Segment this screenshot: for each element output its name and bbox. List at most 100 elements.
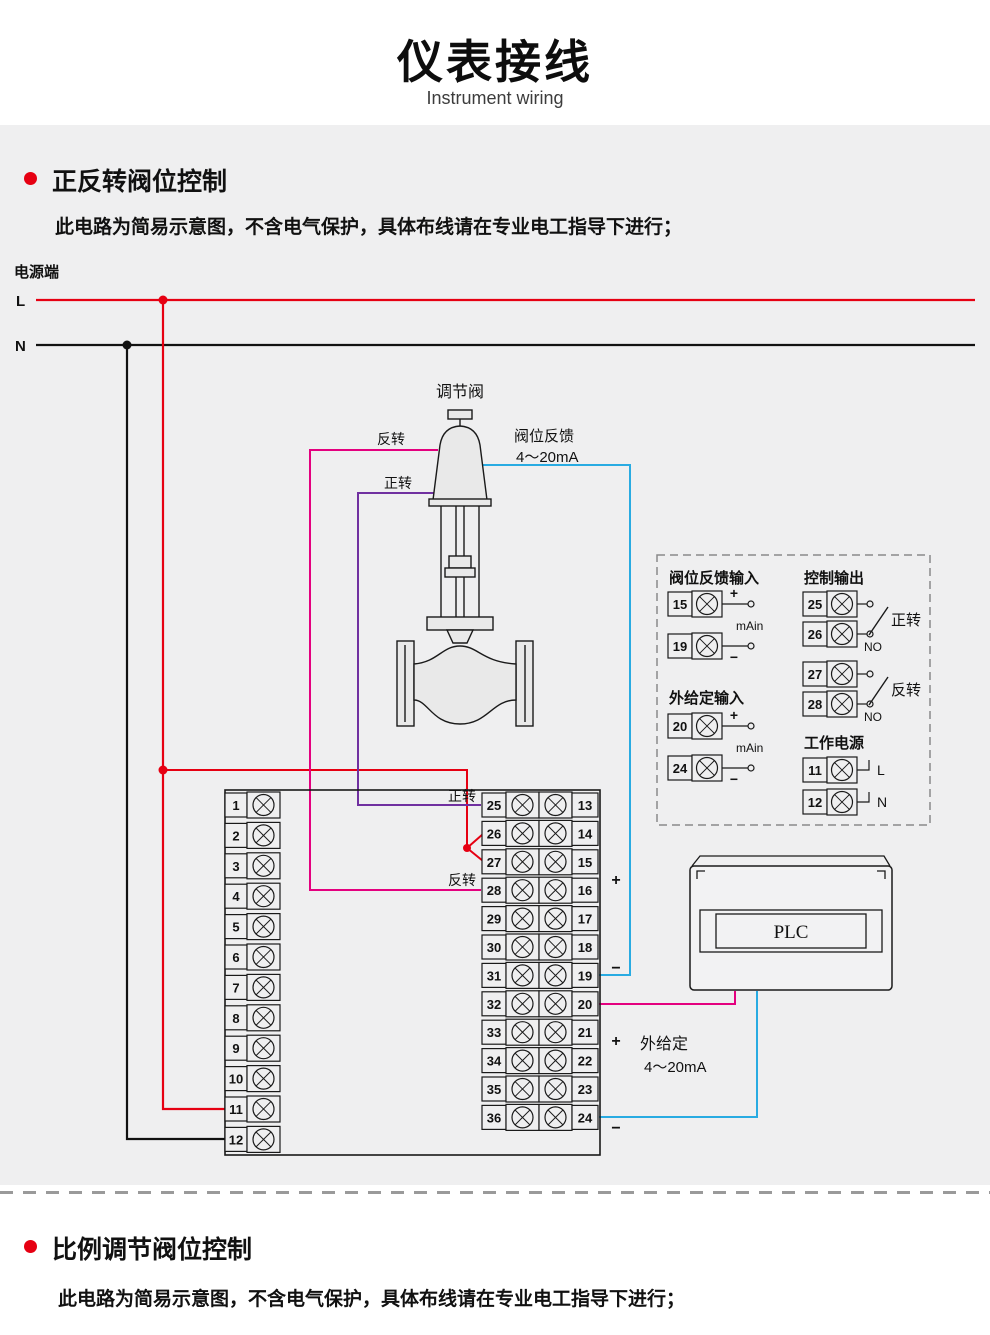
screw-cross-icon (699, 718, 715, 734)
page-title: 仪表接线 (397, 36, 593, 88)
screw-cross-icon (514, 825, 531, 842)
screw-cross-icon (255, 1070, 272, 1087)
terminal-number: 31 (487, 968, 501, 983)
terminal-number: 11 (808, 763, 822, 778)
work-power-title: 工作电源 (804, 734, 864, 752)
contact-node-icon (747, 642, 755, 650)
screw-circle-icon (695, 714, 719, 738)
terminal-number: 12 (808, 795, 822, 810)
contact-type-label: NO (864, 710, 882, 724)
terminal-number: 26 (487, 826, 501, 841)
terminal-number: 5 (232, 920, 239, 935)
terminal-number: 24 (673, 761, 688, 776)
screw-circle-icon (511, 907, 534, 930)
actuator-base (428, 498, 492, 507)
control-valve-graphic (396, 409, 534, 727)
plc-top-face (691, 855, 891, 867)
screw-circle-icon (830, 592, 854, 616)
terminal-number: 35 (487, 1082, 501, 1097)
power-line-label: N (877, 794, 887, 810)
screw-circle-icon (511, 964, 534, 987)
section2-note: 此电路为简易示意图，不含电气保护，具体布线请在专业电工指导下进行； (58, 1289, 686, 1310)
valve-reverse-label: 反转 (377, 431, 405, 447)
section-divider (0, 1191, 990, 1194)
ext-setpoint-minus-wire (599, 991, 758, 1118)
screw-circle-icon (830, 692, 854, 716)
screw-circle-icon (695, 756, 719, 780)
screw-circle-icon (252, 976, 275, 999)
screw-circle-icon (252, 945, 275, 969)
valve-forward-label: 正转 (384, 475, 412, 491)
screw-cross-icon (834, 696, 850, 712)
terminal-number-cell (571, 905, 599, 932)
terminal-number: 27 (487, 855, 501, 870)
feedback-wire (483, 464, 631, 976)
terminal-number-cell (571, 1047, 599, 1074)
screw-circle-icon (544, 1049, 567, 1072)
strip-reverse-label: 反转 (448, 872, 476, 888)
plc: PLC (689, 855, 893, 991)
screw-circle-icon (544, 793, 567, 817)
screw-cross-icon (255, 797, 272, 813)
screw-circle-icon (252, 824, 275, 847)
valve-body (413, 645, 517, 725)
terminal-number: 26 (808, 627, 822, 642)
terminal-number-cell (802, 621, 828, 647)
live-label: L (16, 293, 25, 310)
neutral-junction-dot (122, 340, 132, 350)
screw-circle-icon (252, 1006, 275, 1029)
screw-cross-icon (834, 666, 850, 682)
live-junction-dot (158, 295, 168, 305)
screw-circle-icon (252, 1037, 275, 1060)
plc-label: PLC (774, 922, 809, 943)
bonnet (445, 629, 475, 644)
screw-cross-icon (547, 882, 564, 899)
screw-cross-icon (547, 853, 564, 870)
ext-unit: mAin (736, 741, 763, 755)
contact-type-label: NO (864, 640, 882, 654)
polarity-sign: + (730, 585, 738, 601)
screw-circle-icon (252, 885, 275, 908)
screw-cross-icon (514, 995, 531, 1012)
screw-cross-icon (514, 939, 531, 955)
stem-connector (448, 555, 472, 569)
terminal-number: 24 (578, 1110, 593, 1125)
screw-cross-icon (514, 967, 531, 984)
screw-cross-icon (514, 910, 531, 927)
terminal-number: 16 (578, 883, 592, 898)
screw-circle-icon (830, 758, 854, 782)
screw-circle-icon (695, 634, 719, 658)
page-header: 仪表接线 Instrument wiring (0, 26, 990, 109)
ext-setpoint-plus-wire (599, 991, 736, 1005)
section2-bullet-icon (24, 1240, 37, 1253)
terminal-number: 33 (487, 1025, 501, 1040)
feedback-label: 阀位反馈 (514, 428, 574, 445)
terminal-number: 20 (673, 719, 687, 734)
feedback-input-title: 阀位反馈输入 (669, 569, 759, 587)
terminal-number: 18 (578, 940, 592, 955)
section1-note: 此电路为简易示意图，不含电气保护，具体布线请在专业电工指导下进行； (55, 217, 683, 238)
screw-cross-icon (547, 939, 564, 955)
terminal-number: 11 (229, 1102, 243, 1117)
screw-cross-icon (255, 949, 272, 965)
screw-cross-icon (699, 760, 715, 776)
screw-circle-icon (511, 1021, 534, 1044)
terminal-number-cell (667, 591, 693, 617)
terminal-number: 32 (487, 997, 501, 1012)
live-branch-wire (163, 769, 468, 848)
terminal-number: 10 (229, 1072, 243, 1087)
screw-circle-icon (544, 850, 567, 873)
ext-plus-sign: + (611, 1033, 620, 1050)
terminal-number-cell (571, 1076, 599, 1102)
terminal-number: 12 (229, 1132, 243, 1147)
terminal-number: 15 (673, 597, 687, 612)
live-split-dot (463, 844, 471, 852)
screw-circle-icon (511, 879, 534, 902)
ext-minus-sign: − (611, 1120, 620, 1137)
live-drop-wire (161, 300, 226, 1111)
terminal-number: 30 (487, 940, 501, 955)
screw-cross-icon (699, 596, 715, 612)
terminal-number: 7 (232, 980, 239, 995)
terminal-number: 19 (578, 968, 592, 983)
terminal-number: 4 (232, 889, 240, 904)
